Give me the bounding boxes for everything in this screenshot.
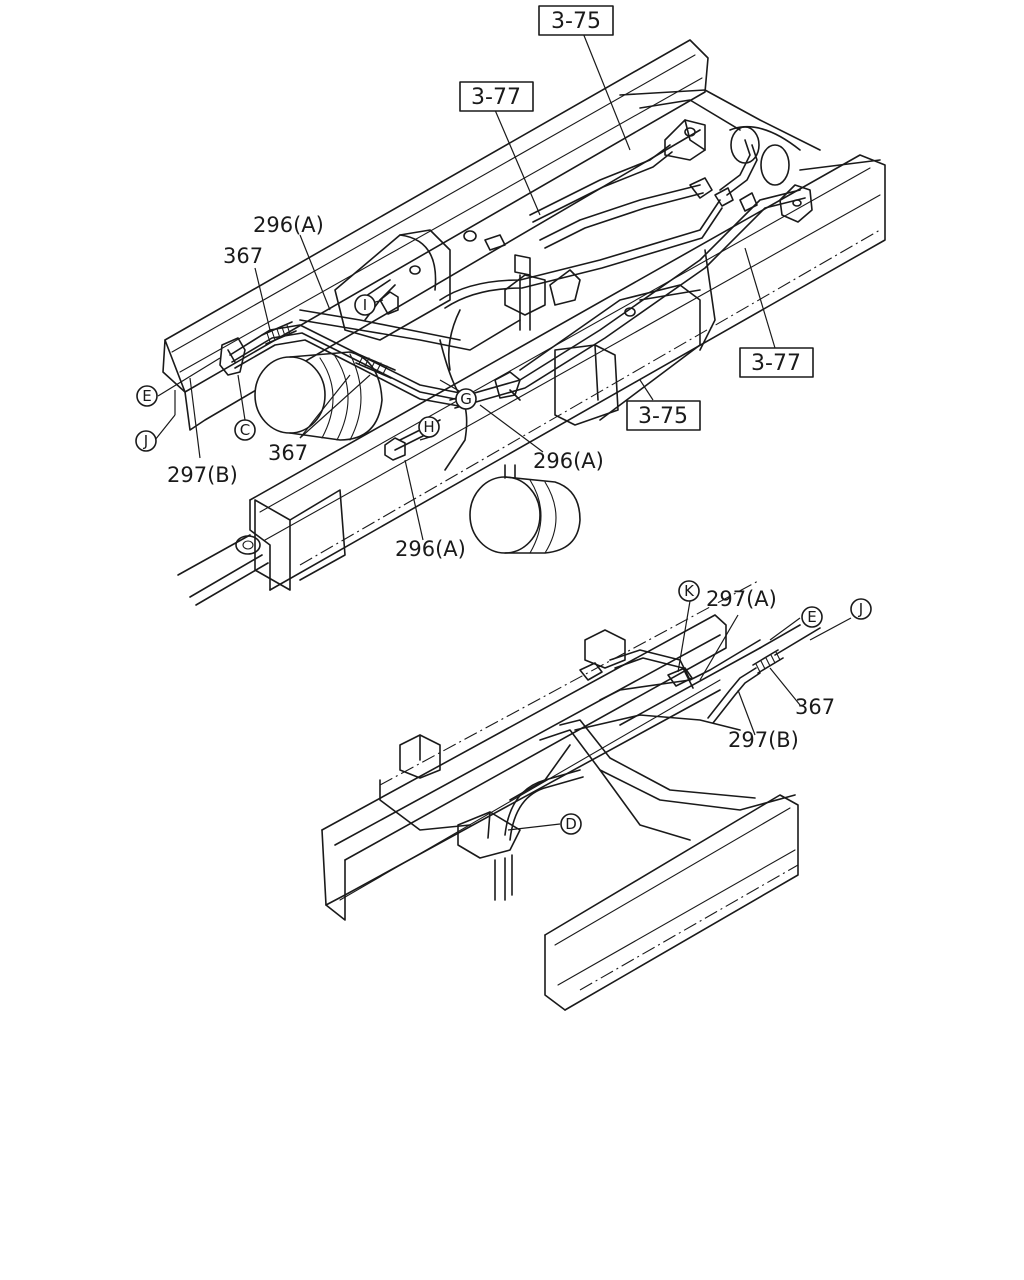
upper-rear-tank (729, 126, 801, 186)
part-label-297a: 297(A) (706, 587, 777, 611)
svg-text:J: J (858, 600, 863, 618)
svg-text:G: G (460, 390, 472, 408)
part-label-296a-top: 296(A) (253, 213, 324, 237)
svg-text:J: J (143, 432, 148, 450)
part-label-297b-lower: 297(B) (728, 728, 799, 752)
part-label-296a-mid: 296(A) (533, 449, 604, 473)
lower-clamp-k (667, 667, 693, 687)
marker-h: H (418, 416, 440, 438)
lower-pipes (504, 624, 821, 841)
svg-text:H: H (423, 418, 434, 436)
svg-text:E: E (142, 387, 151, 405)
svg-text:3-77: 3-77 (471, 85, 521, 110)
upper-frame-rail-near (249, 154, 886, 591)
part-label-297b-left: 297(B) (167, 463, 238, 487)
svg-text:I: I (363, 296, 367, 314)
svg-text:E: E (807, 608, 816, 626)
upper-fitting-g (494, 371, 521, 401)
lower-brackets (399, 629, 626, 779)
part-label-367-lower: 367 (795, 695, 835, 719)
upper-fitting-h (384, 437, 406, 461)
lower-frame-rail (321, 614, 727, 921)
lower-frame-rail-near (544, 794, 799, 1011)
marker-j-upper: J (135, 430, 157, 452)
upper-crossmember (299, 89, 881, 566)
svg-text:3-77: 3-77 (751, 351, 801, 376)
upper-center-valve (504, 254, 581, 331)
upper-relay-valve-top (664, 119, 706, 161)
upper-corrugated-hose-2 (355, 354, 396, 379)
marker-i: I (354, 294, 376, 316)
upper-fittings-top (689, 177, 758, 212)
upper-fitting-i (379, 291, 399, 315)
svg-text:D: D (565, 815, 577, 833)
upper-frame-rail-far (162, 39, 709, 431)
part-label-296a-bottom: 296(A) (395, 537, 466, 561)
leader-lines (154, 32, 852, 831)
upper-air-bellows-center (469, 464, 581, 554)
reference-box-3-77-top: 3-77 (459, 81, 534, 112)
reference-box-3-75-top: 3-75 (538, 5, 614, 36)
svg-text:3-75: 3-75 (551, 9, 601, 34)
svg-text:3-75: 3-75 (638, 404, 688, 429)
part-label-367-mid: 367 (268, 441, 308, 465)
upper-fitting-c (219, 337, 246, 376)
marker-e-lower: E (801, 606, 823, 628)
upper-near-brackets (177, 344, 619, 606)
reference-box-3-75-right: 3-75 (626, 400, 701, 431)
marker-d: D (560, 813, 582, 835)
marker-g: G (455, 388, 477, 410)
marker-c: C (234, 419, 256, 441)
reference-box-3-77-right: 3-77 (739, 347, 814, 378)
part-label-367-top: 367 (223, 244, 263, 268)
lower-crossmember (379, 579, 796, 841)
upper-air-tank-rear (334, 229, 506, 341)
marker-j-lower: J (850, 598, 872, 620)
lower-valve-d (457, 811, 521, 901)
marker-e-upper: E (136, 385, 158, 407)
svg-text:K: K (684, 582, 695, 600)
svg-text:C: C (240, 421, 250, 439)
lower-corrugated-hose (752, 649, 784, 674)
upper-corrugated-hose-1 (261, 321, 297, 345)
marker-k: K (678, 580, 700, 602)
lower-tank-outline (379, 679, 691, 831)
